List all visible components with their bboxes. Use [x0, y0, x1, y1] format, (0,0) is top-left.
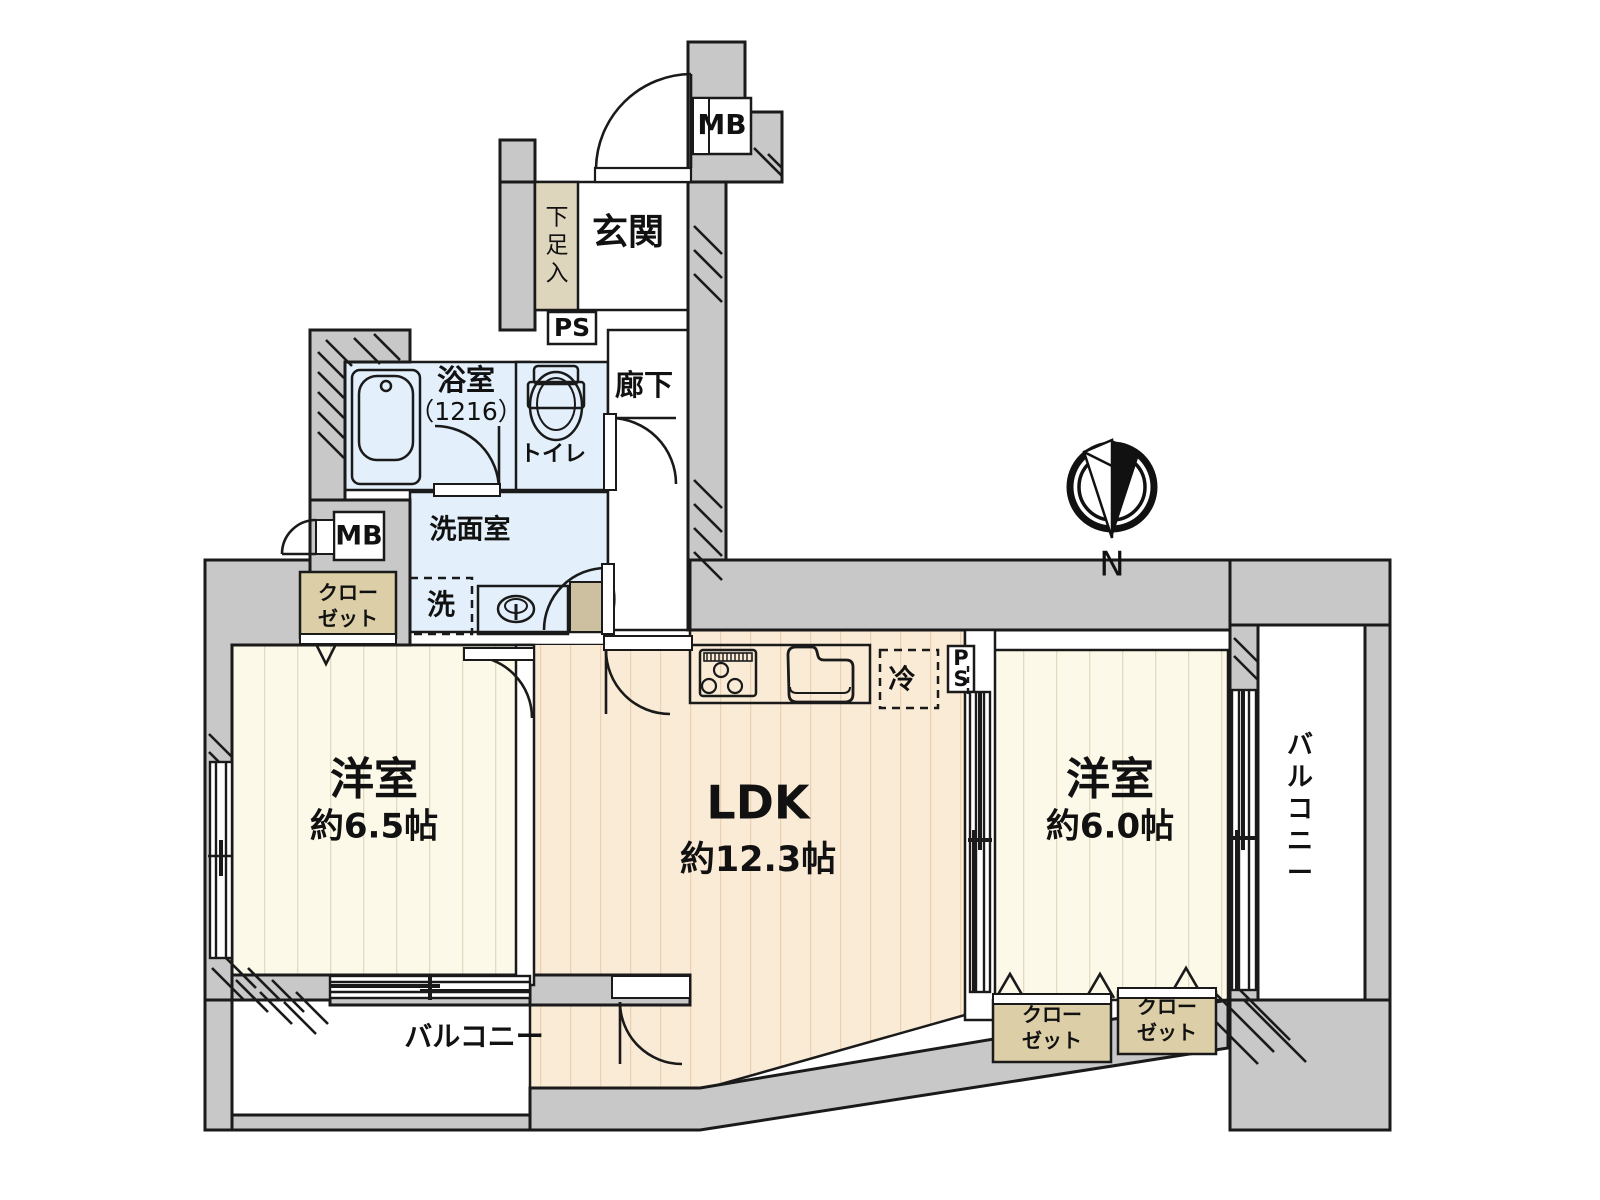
closet-bedroom-east-1[interactable] — [991, 998, 1113, 1064]
meter-box-entrance-door — [692, 97, 710, 155]
closet-door-arrow-west — [299, 633, 397, 667]
be-c4: ニ — [1287, 827, 1313, 857]
toilet-door-sill — [603, 413, 617, 491]
ldk-door-sill — [603, 635, 693, 651]
closet-door-arrows-east — [992, 965, 1217, 1005]
bedroom-west-window — [208, 760, 234, 960]
shoe-cabinet-label-c3: 入 — [546, 261, 569, 287]
closet-east2-label-group: クロー ゼット — [1137, 995, 1197, 1045]
entrance-door-leaf — [593, 166, 693, 184]
toilet-bowl — [526, 364, 586, 442]
refrigerator-space — [878, 648, 940, 710]
closet-west-label-group: クロー ゼット — [318, 581, 378, 631]
bathtub — [350, 368, 422, 486]
washer-label: 洗 — [427, 588, 455, 621]
ce2-l2: ゼット — [1137, 1021, 1197, 1045]
kitchen-sink — [786, 645, 855, 704]
pipe-shaft-kitchen-label-group: P S — [953, 646, 968, 691]
bedroom-west-door-sill — [463, 647, 535, 661]
balcony-east-sliding-door — [1230, 688, 1258, 992]
washroom-door-sill — [601, 563, 615, 635]
vanity-basin — [476, 584, 570, 636]
wall-sw-overlay — [203, 998, 234, 1132]
bedroom-east-label: 洋室 — [1066, 754, 1154, 805]
be-c1: バ — [1287, 731, 1313, 761]
north-arrow — [1066, 438, 1158, 539]
wall-east-balcony-outer — [1363, 623, 1392, 1002]
doors-and-windows — [208, 72, 1258, 1066]
text-labels: N 玄関 下 足 入 MB MB PS P S 浴室 （1216） トイレ 廊下… — [310, 108, 1313, 1053]
bathroom-size-label: （1216） — [409, 397, 523, 426]
room-fills — [230, 180, 1367, 1117]
washroom-label: 洗面室 — [430, 514, 511, 546]
balcony-south-sliding-door-west — [328, 974, 532, 1000]
balcony-east-label-group: バ ル コ ニ ー — [1287, 731, 1313, 889]
washer-space-box — [408, 576, 474, 636]
bathroom-label: 浴室 — [437, 363, 495, 397]
bedroom-east-size-label: 約6.0帖 — [1046, 807, 1174, 847]
pipe-shaft-hall-label: PS — [554, 313, 590, 342]
shoe-cabinet-label-c1: 下 — [546, 205, 569, 231]
corridor-label: 廊下 — [615, 368, 673, 402]
ce1-l2: ゼット — [1022, 1029, 1082, 1053]
kitchen-counter — [688, 643, 872, 705]
cw-l1: クロー — [318, 581, 378, 605]
meter-box-west-door — [315, 519, 335, 555]
entrance-label: 玄関 — [592, 212, 664, 253]
shoe-cabinet-box[interactable] — [533, 180, 580, 312]
toilet-label: トイレ — [520, 442, 586, 467]
meter-box-west-label: MB — [335, 521, 382, 552]
ce1-l1: クロー — [1022, 1003, 1082, 1027]
pipe-shaft-kitchen — [946, 644, 976, 694]
shoe-cabinet-label-c2: 足 — [546, 233, 569, 259]
be-c3: コ — [1287, 795, 1313, 825]
ldk-balcony-door-sill — [611, 975, 691, 999]
ldk-label: LDK — [706, 776, 811, 830]
gas-stove — [698, 648, 758, 698]
wall-entrance-left-tab — [498, 138, 537, 184]
partition-bedroomwest-ldk — [514, 643, 536, 987]
shaft-boxes — [315, 96, 976, 694]
pipe-shaft-hall — [546, 310, 598, 346]
bedroom-east-partition-door — [966, 666, 992, 994]
north-label: N — [1099, 545, 1124, 585]
be-c2: ル — [1287, 763, 1313, 793]
ce2-l1: クロー — [1137, 995, 1197, 1019]
refrigerator-label: 冷 — [889, 665, 916, 696]
bathroom-door-sill — [433, 483, 501, 497]
wall-north-band-overlay — [688, 558, 1232, 632]
ps-k-c1: P — [953, 646, 968, 670]
fixtures — [350, 364, 940, 710]
closets — [298, 180, 1218, 1064]
meter-box-entrance-label: MB — [697, 108, 746, 141]
be-c5: ー — [1287, 859, 1313, 889]
shoe-cabinet-label-group: 下 足 入 — [546, 205, 569, 287]
ps-k-c2: S — [953, 667, 968, 691]
closet-bedroom-west[interactable] — [298, 570, 398, 640]
cw-l2: ゼット — [318, 607, 378, 631]
closet-bedroom-east-2[interactable] — [1116, 990, 1218, 1056]
bedroom-west-label: 洋室 — [330, 754, 418, 805]
bedroom-west-size-label: 約6.5帖 — [310, 807, 438, 847]
wall-se-corner — [1228, 998, 1392, 1132]
closet-east1-label-group: クロー ゼット — [1022, 1003, 1082, 1053]
ldk-size-label: 約12.3帖 — [680, 840, 836, 880]
balcony-south-label: バルコニー — [404, 1020, 543, 1053]
